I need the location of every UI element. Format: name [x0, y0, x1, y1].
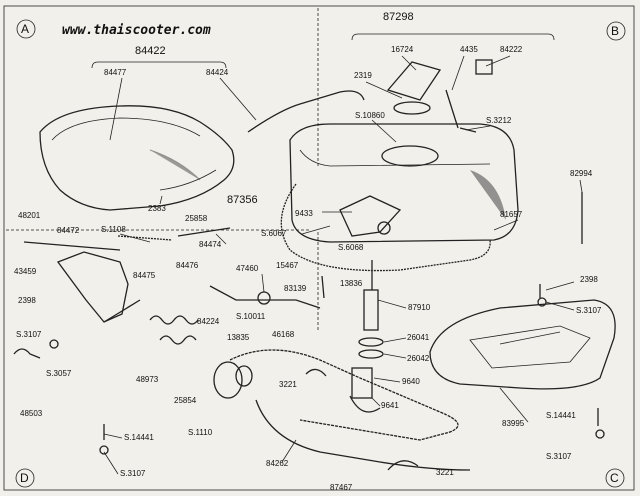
part-label: 83139: [284, 284, 307, 293]
part-label: 26041: [407, 333, 430, 342]
svg-text:B: B: [611, 24, 619, 38]
corner-marker-a: A: [16, 19, 36, 39]
part-label: S.1110: [188, 428, 213, 437]
part-label: S.14441: [546, 411, 576, 420]
part-label: 84475: [133, 271, 156, 280]
part-label: S.14441: [124, 433, 154, 442]
seat-part: [39, 105, 235, 211]
part-label: 81657: [500, 210, 523, 219]
part-label: 84477: [104, 68, 127, 77]
part-label: 84474: [199, 240, 222, 249]
part-label: S.1108: [101, 225, 126, 234]
part-label: 82994: [570, 169, 593, 178]
floor-tray-part: [429, 299, 616, 390]
part-label: 84424: [206, 68, 229, 77]
pin-part: [117, 227, 231, 241]
part-label: 84262: [266, 459, 289, 468]
part-label: S.3107: [576, 306, 602, 315]
part-label: 48201: [18, 211, 41, 220]
part-label: 84224: [197, 317, 220, 326]
part-label: S.3212: [486, 116, 512, 125]
spring-part: [149, 315, 199, 345]
part-label: S.10860: [355, 111, 385, 120]
site-title: www.thaiscooter.com: [62, 23, 211, 38]
part-label: 46168: [272, 330, 295, 339]
part-label: 3221: [279, 380, 297, 389]
group-bracket-tank: [351, 33, 555, 41]
part-label: S.3107: [546, 452, 572, 461]
leader-lines: [103, 55, 583, 475]
part-label: 48503: [20, 409, 43, 418]
part-label: 87467: [330, 483, 353, 492]
bottom-left-bolts: [99, 424, 109, 455]
part-label: 2319: [354, 71, 372, 80]
part-label: 84222: [500, 45, 523, 54]
group-bracket-seat: [91, 61, 227, 69]
small-clip-part: [13, 339, 59, 359]
clamp-part: [305, 368, 419, 471]
corner-marker-c: C: [605, 468, 625, 488]
part-label: 84476: [176, 261, 199, 270]
part-label: S.6068: [338, 243, 364, 252]
part-label: 26042: [407, 354, 430, 363]
part-label: S.3107: [16, 330, 42, 339]
exhaust-pipe-part: [229, 349, 471, 471]
part-label: 25854: [174, 396, 197, 405]
corner-marker-b: B: [606, 21, 626, 41]
group-label-tank: 87298: [383, 11, 414, 23]
tank-cap-part: [386, 61, 442, 115]
part-label: S.10011: [236, 312, 266, 321]
fuel-tank-part: [289, 123, 519, 243]
part-label: 25858: [185, 214, 208, 223]
svg-text:C: C: [610, 471, 619, 485]
part-label: 9640: [402, 377, 420, 386]
part-label: 4435: [460, 45, 478, 54]
group-label-seat: 84422: [135, 45, 166, 57]
part-label: 15467: [276, 261, 299, 270]
part-label: S.3057: [46, 369, 72, 378]
part-label: 9641: [381, 401, 399, 410]
tank-bracket-part: [339, 195, 402, 237]
part-label: 87910: [408, 303, 431, 312]
brake-rod-part: [209, 275, 325, 309]
part-label: 9433: [295, 209, 313, 218]
part-label: 2398: [580, 275, 598, 284]
tank-strap-part: [280, 183, 491, 272]
page-frame: [3, 5, 635, 491]
svg-text:A: A: [21, 22, 29, 36]
part-label: 48973: [136, 375, 159, 384]
part-label: 16724: [391, 45, 414, 54]
silencer-part: [213, 361, 253, 399]
part-label: 84472: [57, 226, 80, 235]
seat-spring-rod: [247, 90, 365, 133]
part-label: 13836: [340, 279, 363, 288]
fuel-filter-part: [349, 367, 381, 413]
part-label: 2398: [18, 296, 36, 305]
part-label: 3221: [436, 468, 454, 477]
part-label: 2383: [148, 204, 166, 213]
part-label: 47460: [236, 264, 259, 273]
svg-text:D: D: [20, 471, 29, 485]
part-label: S.6067: [261, 229, 287, 238]
lever-arm-part: [23, 241, 141, 323]
part-label: 13835: [227, 333, 250, 342]
group-label-tank-strap: 87356: [227, 194, 258, 206]
part-label: 43459: [14, 267, 37, 276]
fuel-valve-part: [358, 260, 384, 359]
corner-marker-d: D: [15, 468, 35, 488]
part-label: S.3107: [120, 469, 146, 478]
part-label: 83995: [502, 419, 525, 428]
